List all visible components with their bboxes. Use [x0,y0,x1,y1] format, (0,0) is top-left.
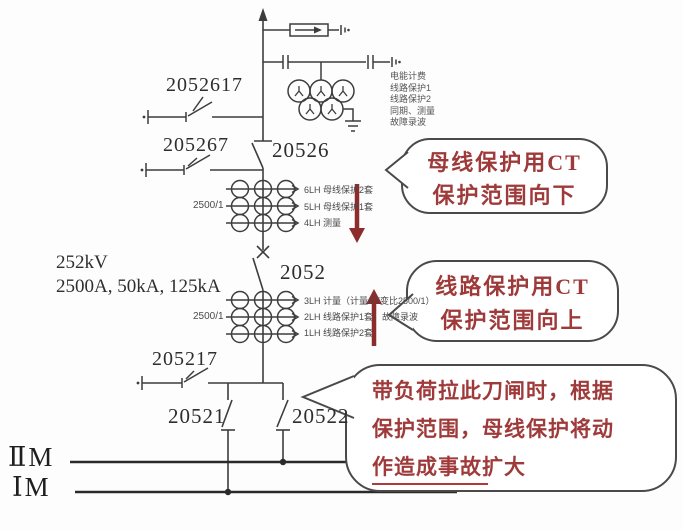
ground-icon [343,108,361,132]
bubble-line-ct-shape [387,260,619,342]
pt-usage-item: 线路保护2 [390,94,432,104]
pt-usage-item: 电能计费 [390,71,427,81]
label-earthing-2052617: 2052617 [166,74,243,96]
pt-usage-item: 同期、测量 [390,105,436,116]
cvt-pt-branch [263,55,401,132]
disconnector-20521 [221,383,235,492]
pt-usage-list: 电能计费 线路保护1 线路保护2 同期、测量 故障录波 [390,71,435,129]
bubble-tail [384,151,409,189]
label-disconnector-20526: 20526 [272,138,330,162]
ct-group-line-protection [225,290,299,344]
voltage-rating: 252kV [56,252,108,273]
bubble-warning-shape [300,364,677,492]
disconnector-20522 [276,383,290,462]
bubble-line-ct-line2: 保护范围向上 [440,308,585,333]
ct1-ratio-label: 2500/1 [193,200,224,211]
bus-disconnector-branches [221,382,290,492]
circuit-breaker-2052 [252,245,270,291]
label-leader-line [187,157,198,167]
bubble-warning-text: 带负荷拉此刀闸时，根据 保护范围，母线保护将动 作造成事故扩大 [372,372,662,486]
ct1-winding-6lh: 6LH 母线保护2套 [304,185,374,195]
ct2-ratio-label: 2500/1 [193,311,224,322]
bubble-bus-ct-line2: 保护范围向下 [432,183,577,208]
protection-range-down-arrow-icon [349,184,365,243]
bubble-line-ct-line1: 线路保护用CT [435,274,590,299]
pt-usage-item: 故障录波 [390,117,427,127]
bubble-bus-ct-text: 母线保护用CT 保护范围向下 [402,146,607,212]
voltage-transformer-icon [287,79,355,121]
ct2-winding-list: 3LH 计量（计量CT变比2500/1） 2LH 线路保护1套、故障录波 1LH… [304,293,435,341]
bus-II-connection-dot [279,458,287,466]
ct2-winding-2lh: 2LH 线路保护1套、故障录波 [304,312,419,322]
bubble-tail [300,375,355,419]
bubble-warning-line2: 保护范围，母线保护将动 [372,417,614,441]
pt-usage-item: 线路保护1 [390,82,432,93]
label-earthing-205217: 205217 [152,348,218,370]
disconnector-20526 [251,140,272,169]
label-leader-line [192,96,204,112]
label-disconnector-20521: 20521 [168,404,226,428]
bubble-tail [387,293,414,331]
ct-group-bus-protection [225,179,299,233]
label-disconnector-20522: 20522 [292,404,350,428]
label-leader-line [185,370,195,380]
earthing-switch-2052617 [142,96,263,124]
main-feeder-line [258,8,268,383]
bubble-warning-line1: 带负荷拉此刀闸时，根据 [372,379,614,403]
bubble-warning-line3: 作造成事故扩大 [372,455,526,479]
bubble-line-ct-text: 线路保护用CT 保护范围向上 [407,270,618,338]
wave-trap-branch [263,23,350,37]
ct1-winding-4lh: 4LH 测量 [304,218,342,228]
earthing-switch-205267 [140,154,263,177]
label-earthing-205267: 205267 [163,134,229,156]
line-direction-arrow-icon [258,8,268,21]
protection-range-up-arrow-icon [366,289,382,346]
bus-II-label: ⅡM [8,442,55,472]
earthing-switch-205217 [136,367,228,390]
ct2-winding-3lh: 3LH 计量（计量CT变比2500/1） [304,296,435,306]
bus-I-label: ⅠM [12,472,51,502]
ct1-winding-5lh: 5LH 母线保护1套 [304,201,374,212]
ct2-winding-1lh: 1LH 线路保护2套 [304,328,374,338]
ct1-winding-list: 6LH 母线保护2套 5LH 母线保护1套 4LH 测量 [304,182,373,232]
current-rating: 2500A, 50kA, 125kA [56,276,221,297]
bus-I-connection-dot [224,488,232,496]
label-breaker-2052: 2052 [280,260,326,284]
bubble-bus-ct-line1: 母线保护用CT [427,150,582,175]
bubble-bus-ct-shape [384,138,608,214]
